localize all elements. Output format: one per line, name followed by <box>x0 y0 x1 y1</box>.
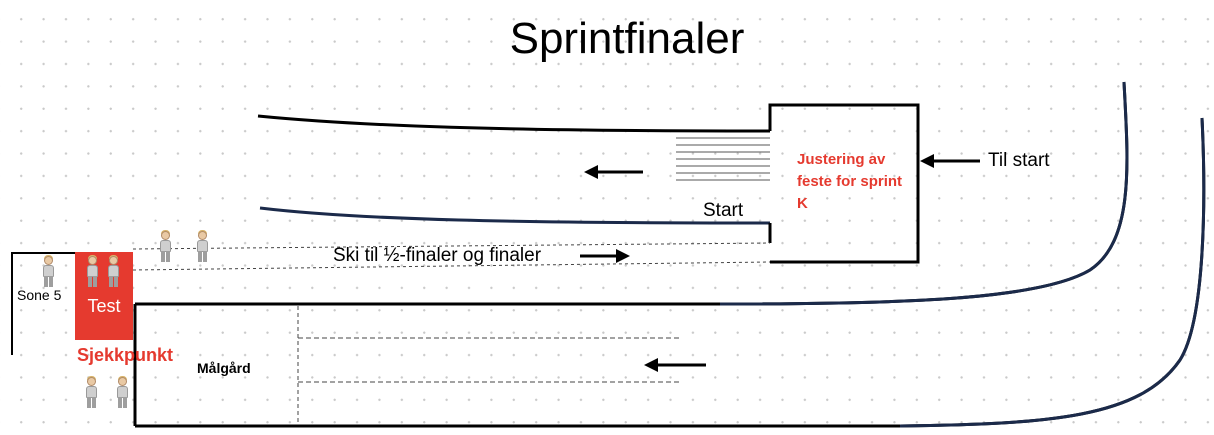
sone-5-outline <box>11 252 75 355</box>
person-icon <box>105 255 121 288</box>
arrow-right-icon <box>580 249 630 263</box>
upper-track-top-line <box>257 114 771 133</box>
ski-path-top-dashed <box>132 242 771 250</box>
test-box <box>75 252 133 340</box>
arrow-left-icon <box>644 358 706 372</box>
finish-top-line <box>135 81 1129 306</box>
person-icon <box>194 230 210 263</box>
label-justering: Justering av feste for sprint K <box>797 151 903 212</box>
label-sone-5: Sone 5 <box>17 287 62 303</box>
arrow-left-icon <box>584 165 643 179</box>
label-start: Start <box>703 200 744 221</box>
start-lanes <box>676 137 770 181</box>
ski-path-bottom-dashed <box>132 261 771 271</box>
label-til-start: Til start <box>988 150 1050 171</box>
start-area-outline <box>768 103 920 264</box>
finish-bottom-line-navy <box>899 117 1206 428</box>
label-test: Test <box>87 296 121 316</box>
person-icon <box>40 255 56 288</box>
label-ski-til-finaler: Ski til ½-finaler og finaler <box>333 245 542 266</box>
person-icon <box>114 376 130 409</box>
upper-track-bottom-line <box>259 206 771 225</box>
finish-top-line-navy <box>719 81 1129 306</box>
arrow-left-icon <box>920 154 980 168</box>
person-icon <box>83 376 99 409</box>
person-icon <box>157 230 173 263</box>
label-sjekkpunkt: Sjekkpunkt <box>77 345 174 365</box>
diagram-title: Sprintfinaler <box>509 14 745 63</box>
person-icon <box>84 255 100 288</box>
label-malgard: Målgård <box>197 360 251 376</box>
